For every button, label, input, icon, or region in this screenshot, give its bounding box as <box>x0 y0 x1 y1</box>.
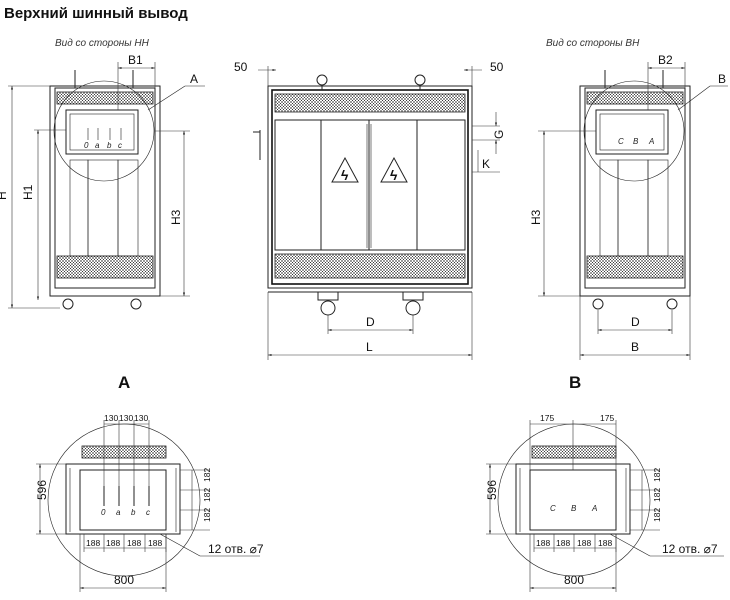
detail-a-bottom-dim: 188 <box>148 538 162 548</box>
dim-d-hv: D <box>631 315 640 329</box>
detail-b-side-dim: 182 <box>652 488 662 502</box>
dim-50-right: 50 <box>490 60 504 74</box>
detail-b-height: 596 <box>485 480 499 500</box>
dim-b: B <box>631 340 639 354</box>
detail-b: B C B A 175 175 596 182 182 182 <box>485 373 724 592</box>
dim-g: G <box>492 130 506 139</box>
detail-a-top-dim: 130 <box>134 413 148 423</box>
detail-b-phase: C <box>550 504 556 513</box>
callout-a-label: A <box>190 72 198 86</box>
detail-a-side-dim: 182 <box>202 468 212 482</box>
detail-a-height: 596 <box>35 480 49 500</box>
hv-phase-label: B <box>633 137 639 146</box>
detail-a-phase: 0 <box>101 508 106 517</box>
detail-b-width: 800 <box>564 573 584 587</box>
lv-side-view: Вид со стороны НН 0 a b c A <box>0 38 205 310</box>
dim-h3-lv: H3 <box>169 209 183 225</box>
detail-a-side-dim: 182 <box>202 488 212 502</box>
lv-phase-label: a <box>95 141 100 150</box>
dim-b2: B2 <box>658 53 673 67</box>
dim-50-left: 50 <box>234 60 248 74</box>
lv-phase-label: 0 <box>84 141 89 150</box>
detail-a-phase: c <box>146 508 150 517</box>
warning-icon: ϟ <box>390 167 398 183</box>
detail-b-holes: 12 отв. ⌀7 <box>662 542 718 556</box>
detail-a-bottom-dim: 188 <box>106 538 120 548</box>
detail-b-top-dim: 175 <box>600 413 614 423</box>
dim-h3-hv: H3 <box>529 209 543 225</box>
callout-b-label: B <box>718 72 726 86</box>
warning-icon: ϟ <box>341 167 349 183</box>
detail-a-top-dim: 130 <box>104 413 118 423</box>
detail-b-bottom-dim: 188 <box>598 538 612 548</box>
detail-a-top-dim: 130 <box>119 413 133 423</box>
detail-b-side-dim: 182 <box>652 468 662 482</box>
detail-a-holes: 12 отв. ⌀7 <box>208 542 264 556</box>
lv-phase-label: b <box>107 141 112 150</box>
hv-phase-label: A <box>648 137 654 146</box>
dim-h1: H1 <box>21 184 35 200</box>
detail-b-bottom-dim: 188 <box>536 538 550 548</box>
dim-b1: B1 <box>128 53 143 67</box>
dim-l: L <box>366 340 373 354</box>
detail-a-phase: b <box>131 508 136 517</box>
page-title: Верхний шинный вывод <box>4 5 188 22</box>
hv-side-view: Вид со стороны ВН C B A B B2 H3 <box>529 38 728 360</box>
hv-view-caption: Вид со стороны ВН <box>546 38 640 49</box>
detail-a-label: A <box>118 373 130 392</box>
detail-a-bottom-dim: 188 <box>127 538 141 548</box>
lv-view-caption: Вид со стороны НН <box>55 38 150 49</box>
dim-h: H <box>0 191 9 200</box>
detail-a: A 0 a b c 130 130 130 596 <box>35 373 264 592</box>
detail-b-top-dim: 175 <box>540 413 554 423</box>
detail-b-phase: A <box>591 504 597 513</box>
detail-a-phase: a <box>116 508 121 517</box>
detail-b-bottom-dim: 188 <box>577 538 591 548</box>
detail-b-bottom-dim: 188 <box>556 538 570 548</box>
front-view: ϟ ϟ 50 50 G K <box>234 60 506 360</box>
lv-phase-label: c <box>118 141 122 150</box>
dim-k: K <box>482 157 490 171</box>
dim-d-front: D <box>366 315 375 329</box>
detail-b-phase: B <box>571 504 577 513</box>
detail-a-side-dim: 182 <box>202 508 212 522</box>
detail-b-side-dim: 182 <box>652 508 662 522</box>
detail-a-bottom-dim: 188 <box>86 538 100 548</box>
detail-a-width: 800 <box>114 573 134 587</box>
hv-phase-label: C <box>618 137 624 146</box>
detail-b-label: B <box>569 373 581 392</box>
